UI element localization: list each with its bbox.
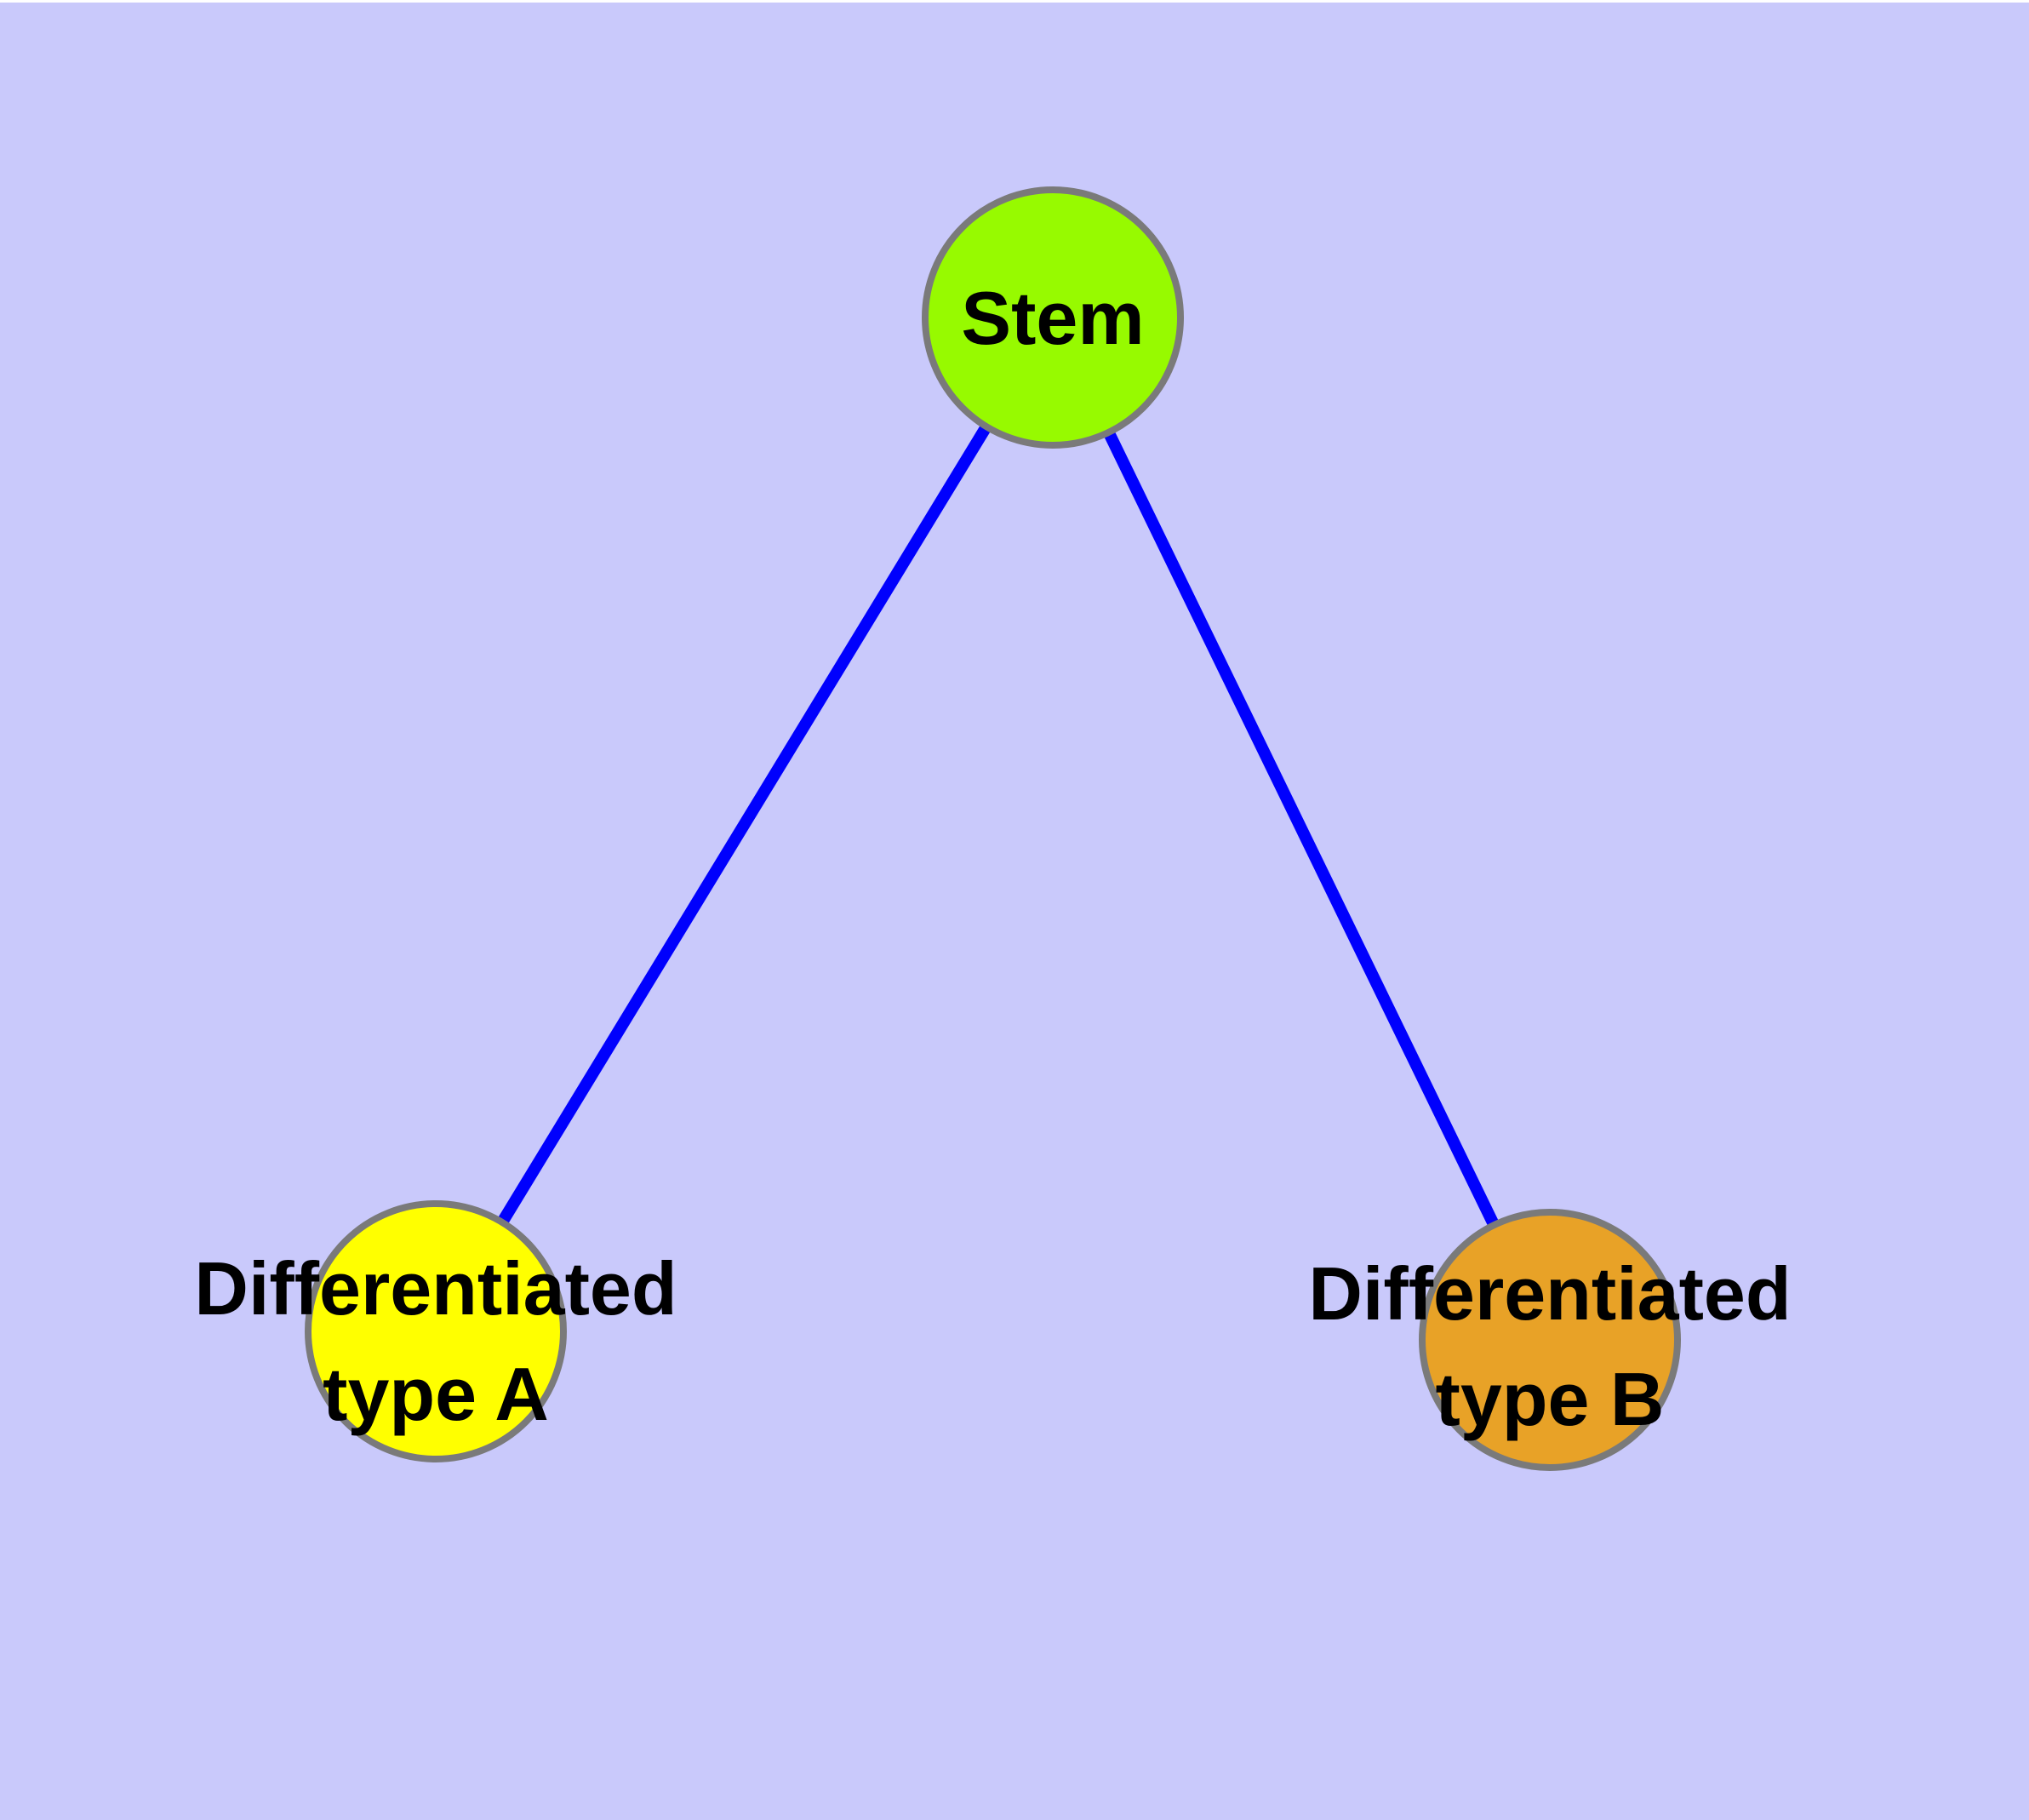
stem-node-label: Stem — [961, 276, 1145, 360]
stem-node-circle — [922, 186, 1184, 449]
edge-stem-to-type-a — [431, 314, 1058, 1335]
type-b-node-label: Differentiated type B — [1308, 1241, 1791, 1452]
type-a-label-line2: type A — [323, 1352, 549, 1436]
type-a-node-label: Differentiated type A — [194, 1236, 677, 1447]
type-b-label-line1: Differentiated — [1308, 1251, 1792, 1336]
type-a-label-line1: Differentiated — [194, 1246, 677, 1331]
edge-stem-to-type-b — [1047, 314, 1556, 1343]
type-b-label-line2: type B — [1435, 1357, 1665, 1441]
type-a-node-circle — [305, 1200, 567, 1462]
type-b-node-circle — [1419, 1209, 1681, 1471]
top-margin-strip — [0, 0, 2029, 3]
